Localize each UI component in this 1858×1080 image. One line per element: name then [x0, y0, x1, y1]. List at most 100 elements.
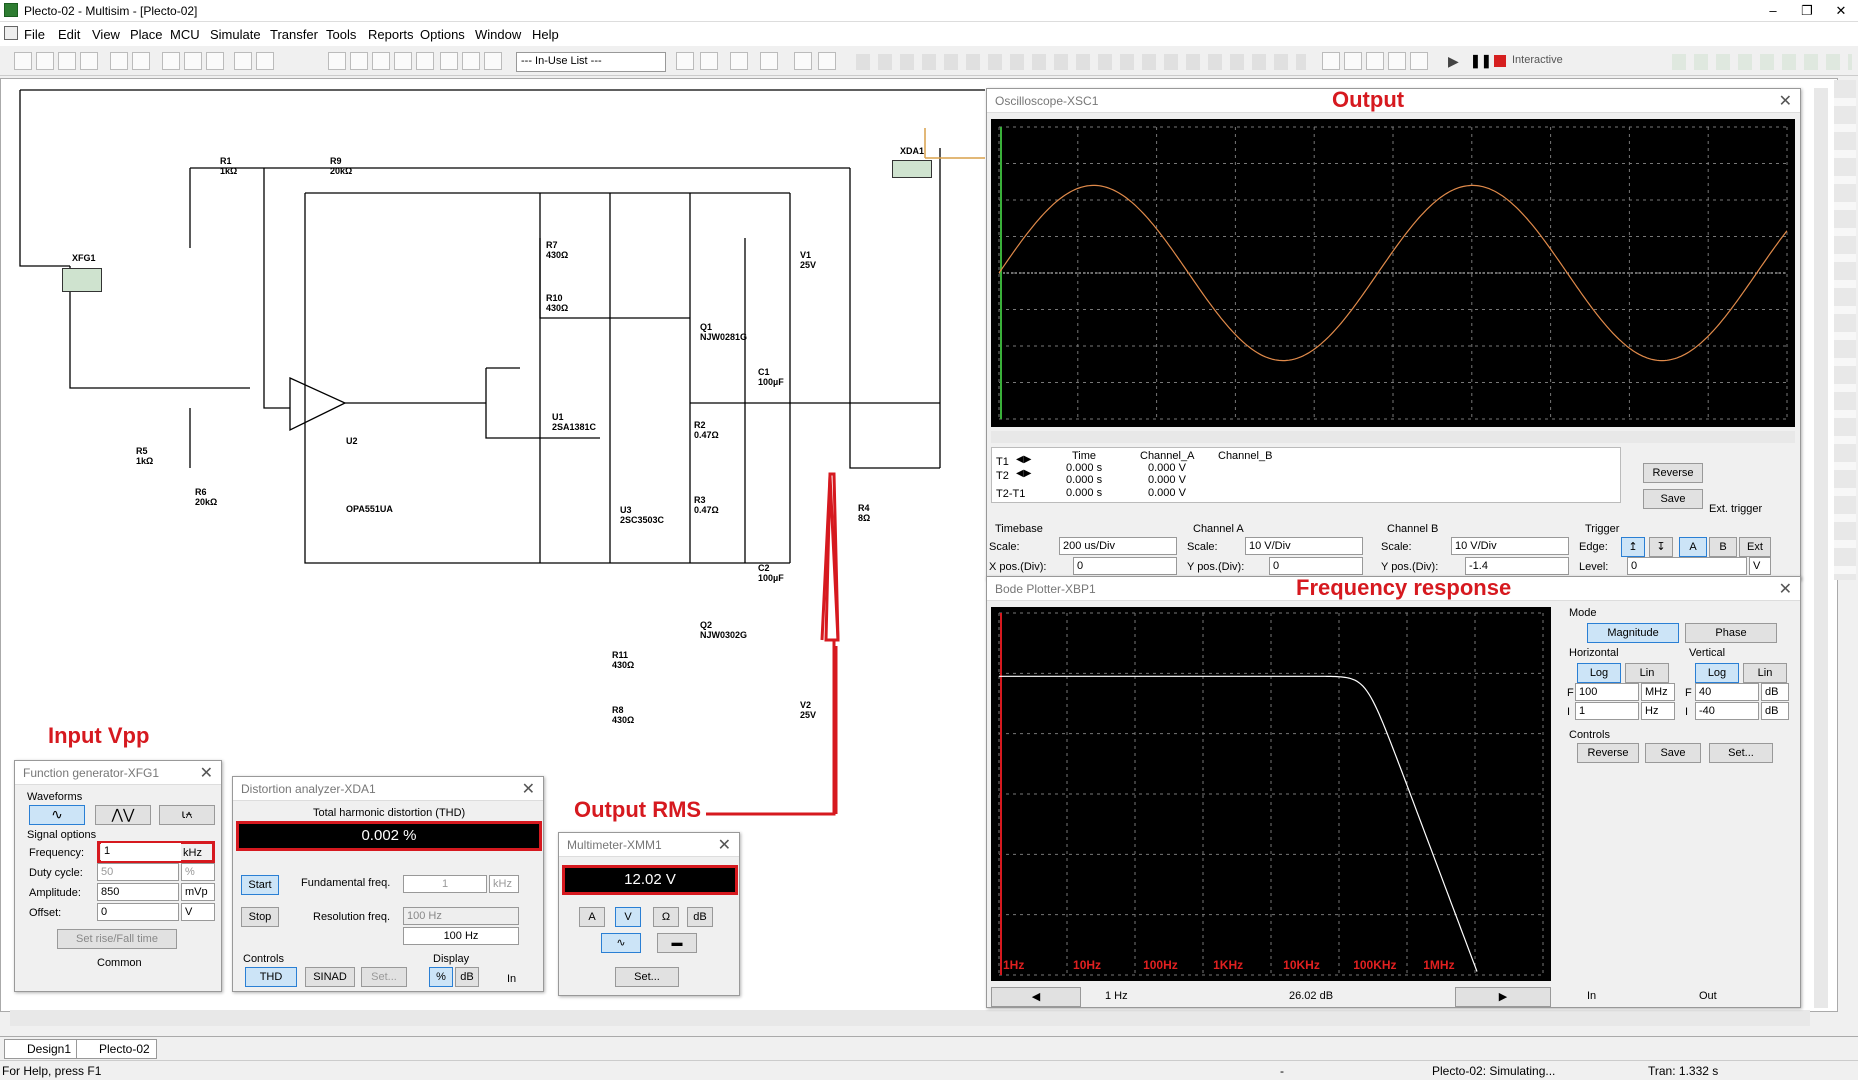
- restore-icon[interactable]: ❐: [1801, 3, 1813, 18]
- redo-icon[interactable]: [256, 52, 274, 70]
- menu-simulate[interactable]: Simulate: [210, 27, 261, 42]
- minimize-icon[interactable]: –: [1769, 3, 1777, 18]
- cursor-left-icon[interactable]: ◀: [991, 987, 1081, 1007]
- instruments-toolbar[interactable]: [1672, 54, 1852, 70]
- v-lin-button[interactable]: Lin: [1743, 663, 1787, 683]
- cut-icon[interactable]: [162, 52, 180, 70]
- component-wizard-icon[interactable]: [462, 52, 480, 70]
- close-icon[interactable]: ✕: [1778, 581, 1792, 598]
- oscilloscope-screen[interactable]: [991, 119, 1795, 427]
- help-icon[interactable]: [818, 52, 836, 70]
- in-use-list-select[interactable]: --- In-Use List ---: [516, 52, 666, 72]
- database-icon[interactable]: [372, 52, 390, 70]
- h-initial-unit[interactable]: Hz: [1641, 702, 1675, 720]
- menu-options[interactable]: Options: [420, 27, 465, 42]
- reverse-button[interactable]: Reverse: [1643, 463, 1703, 483]
- start-button[interactable]: Start: [241, 875, 279, 895]
- magnitude-button[interactable]: Magnitude: [1587, 623, 1679, 643]
- fund-freq-field[interactable]: 1: [403, 875, 487, 893]
- cha-scale-field[interactable]: 10 V/Div: [1245, 537, 1363, 555]
- duty-field[interactable]: 50: [97, 863, 179, 881]
- menu-help[interactable]: Help: [532, 27, 559, 42]
- copy-icon[interactable]: [184, 52, 202, 70]
- menu-reports[interactable]: Reports: [368, 27, 414, 42]
- backannotate-icon[interactable]: [730, 52, 748, 70]
- dc-mode-icon[interactable]: ▬: [657, 933, 697, 953]
- v-final-field[interactable]: 40: [1695, 683, 1759, 701]
- save-button[interactable]: Save: [1643, 489, 1703, 509]
- close-icon[interactable]: ✕: [1835, 3, 1847, 18]
- search-icon[interactable]: [794, 52, 812, 70]
- zoom-sheet-icon[interactable]: [1388, 52, 1406, 70]
- falling-edge-icon[interactable]: ↧: [1649, 537, 1673, 557]
- close-icon[interactable]: ✕: [199, 765, 213, 782]
- stop-button[interactable]: Stop: [241, 907, 279, 927]
- stop-icon[interactable]: [1494, 55, 1506, 67]
- open-sample-icon[interactable]: [58, 52, 76, 70]
- v-initial-unit[interactable]: dB: [1761, 702, 1789, 720]
- offset-unit[interactable]: V: [181, 903, 215, 921]
- erc-icon[interactable]: [676, 52, 694, 70]
- trigger-ext-button[interactable]: Ext: [1739, 537, 1771, 557]
- ac-mode-icon[interactable]: ∿: [601, 933, 641, 953]
- close-icon[interactable]: ✕: [1778, 93, 1792, 110]
- menu-edit[interactable]: Edit: [58, 27, 81, 42]
- function-generator-symbol[interactable]: [62, 268, 102, 292]
- interactive-mode[interactable]: Interactive: [1512, 54, 1563, 66]
- ammeter-button[interactable]: A: [579, 907, 605, 927]
- amplitude-unit[interactable]: mVp: [181, 883, 215, 901]
- undo-icon[interactable]: [234, 52, 252, 70]
- tab-design1[interactable]: Design1: [4, 1039, 79, 1059]
- level-field[interactable]: 0: [1627, 557, 1747, 575]
- close-icon[interactable]: ✕: [717, 837, 731, 854]
- res-freq-select[interactable]: 100 Hz: [403, 907, 519, 925]
- sine-wave-icon[interactable]: ∿: [29, 805, 85, 825]
- fund-freq-unit[interactable]: kHz: [489, 875, 519, 893]
- v-log-button[interactable]: Log: [1695, 663, 1739, 683]
- zoom-out-icon[interactable]: [1344, 52, 1362, 70]
- percent-button[interactable]: %: [429, 967, 453, 987]
- bode-reverse-button[interactable]: Reverse: [1577, 743, 1639, 763]
- save-icon[interactable]: [80, 52, 98, 70]
- transfer-back-icon[interactable]: [700, 52, 718, 70]
- v-final-unit[interactable]: dB: [1761, 683, 1789, 701]
- h-initial-field[interactable]: 1: [1575, 702, 1639, 720]
- distortion-analyzer-symbol[interactable]: [892, 160, 932, 178]
- instrument-sidebar[interactable]: [1834, 80, 1856, 580]
- horizontal-scrollbar[interactable]: [10, 1010, 1810, 1026]
- t2-arrows[interactable]: ◀▶: [1016, 468, 1032, 479]
- triangle-wave-icon[interactable]: ⋀⋁: [95, 805, 151, 825]
- chb-ypos-field[interactable]: -1.4: [1465, 557, 1569, 575]
- open-folder-icon[interactable]: [36, 52, 54, 70]
- mm-set-button[interactable]: Set...: [615, 967, 679, 987]
- spreadsheet-icon[interactable]: [350, 52, 368, 70]
- grapher-icon[interactable]: [394, 52, 412, 70]
- rising-edge-icon[interactable]: ↥: [1621, 537, 1645, 557]
- menu-mcu[interactable]: MCU: [170, 27, 200, 42]
- fullscreen-icon[interactable]: [1410, 52, 1428, 70]
- cursor-right-icon[interactable]: ▶: [1455, 987, 1551, 1007]
- vertical-scrollbar[interactable]: [1814, 88, 1828, 1008]
- frequency-unit[interactable]: kHz: [183, 847, 202, 859]
- square-wave-icon[interactable]: ⍳⍲: [159, 805, 215, 825]
- h-final-unit[interactable]: MHz: [1641, 683, 1675, 701]
- print-preview-icon[interactable]: [132, 52, 150, 70]
- h-final-field[interactable]: 100: [1575, 683, 1639, 701]
- menu-file[interactable]: File: [24, 27, 45, 42]
- annotate-icon[interactable]: [440, 52, 458, 70]
- cha-ypos-field[interactable]: 0: [1269, 557, 1363, 575]
- document-icon[interactable]: [4, 26, 18, 40]
- thd-button[interactable]: THD: [245, 967, 297, 987]
- zoom-area-icon[interactable]: [1366, 52, 1384, 70]
- h-lin-button[interactable]: Lin: [1625, 663, 1669, 683]
- menu-place[interactable]: Place: [130, 27, 163, 42]
- rise-fall-button[interactable]: Set rise/Fall time: [57, 929, 177, 949]
- frequency-field[interactable]: 1: [101, 843, 181, 861]
- menu-transfer[interactable]: Transfer: [270, 27, 318, 42]
- v-initial-field[interactable]: -40: [1695, 702, 1759, 720]
- amplitude-field[interactable]: 850: [97, 883, 179, 901]
- new-file-icon[interactable]: [14, 52, 32, 70]
- timebase-scale-field[interactable]: 200 us/Div: [1059, 537, 1177, 555]
- bode-set-button[interactable]: Set...: [1709, 743, 1773, 763]
